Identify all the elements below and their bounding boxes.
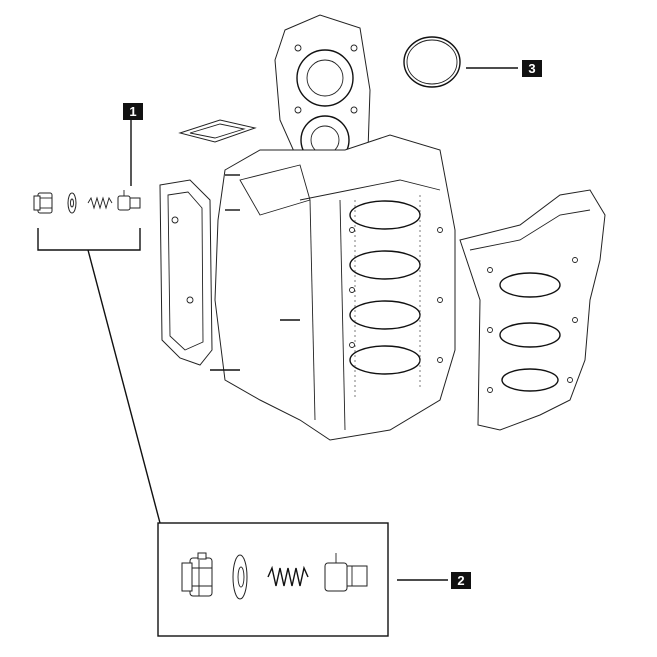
crankcase-cover — [459, 189, 606, 431]
leader-to-detail — [87, 249, 161, 524]
valve-parts-enlarged — [181, 552, 368, 600]
o-ring-seal — [403, 36, 461, 88]
cylinder-block — [210, 134, 456, 441]
callout-2: 2 — [451, 572, 471, 589]
bracket-small — [37, 228, 141, 251]
callout-1: 1 — [123, 103, 143, 120]
callout-1-label: 1 — [129, 104, 136, 119]
valve-parts-small — [33, 190, 141, 214]
detail-box — [157, 522, 389, 637]
callout-3-label: 3 — [528, 61, 535, 76]
small-gasket — [178, 119, 257, 143]
callout-3: 3 — [522, 60, 542, 77]
cylinder-head-gasket — [274, 14, 371, 166]
exhaust-cover-plate — [159, 179, 213, 366]
callout-2-label: 2 — [457, 573, 464, 588]
